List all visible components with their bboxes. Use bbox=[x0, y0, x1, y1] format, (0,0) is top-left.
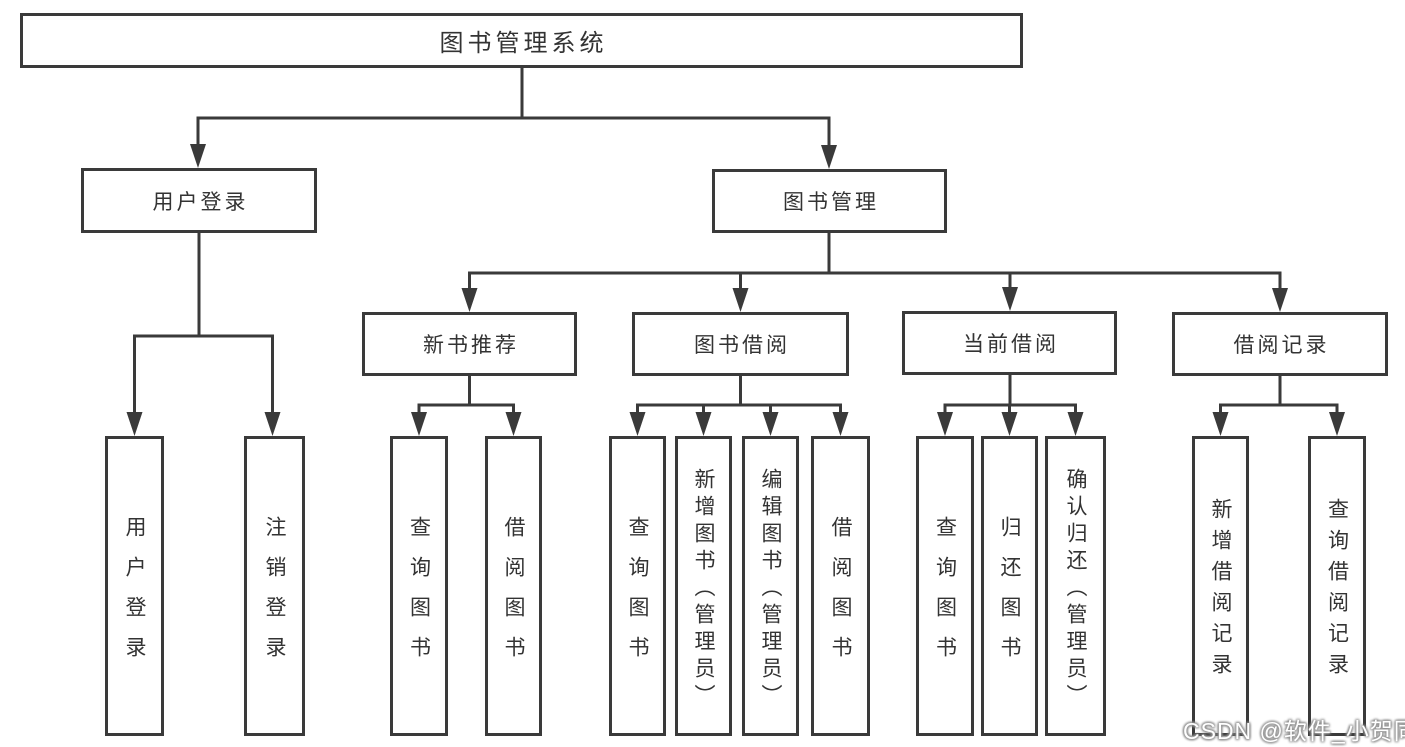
leaf-add-books-admin-label: 新增图书（管理员） bbox=[692, 467, 715, 711]
csdn-watermark: CSDN @软件_小贺同学 bbox=[1183, 718, 1405, 744]
leaf-newbook-query-books-label: 查询图书 bbox=[407, 515, 431, 676]
leaf-return-books-label: 归还图书 bbox=[998, 515, 1021, 676]
leaf-borrow-books-label: 借阅图书 bbox=[829, 515, 852, 676]
leaf-newbook-query-books: 查询图书 bbox=[390, 436, 448, 736]
leaf-edit-books-admin: 编辑图书（管理员） bbox=[742, 436, 799, 736]
node-user-login-label: 用户登录 bbox=[152, 190, 249, 214]
leaf-return-books: 归还图书 bbox=[981, 436, 1038, 736]
leaf-borrow-query-books-label: 查询图书 bbox=[626, 515, 649, 676]
leaf-logout-label: 注销登录 bbox=[263, 515, 286, 676]
node-book-borrow-label: 图书借阅 bbox=[694, 334, 790, 357]
node-book-management: 图书管理 bbox=[712, 169, 947, 233]
leaf-user-login: 用户登录 bbox=[105, 436, 164, 736]
leaf-current-query-books-label: 查询图书 bbox=[933, 515, 957, 676]
node-new-book-recommend: 新书推荐 bbox=[362, 312, 577, 376]
leaf-user-login-label: 用户登录 bbox=[123, 515, 146, 676]
leaf-current-query-books: 查询图书 bbox=[916, 436, 974, 736]
leaf-borrow-books: 借阅图书 bbox=[811, 436, 870, 736]
leaf-newbook-borrow-books-label: 借阅图书 bbox=[502, 515, 525, 676]
node-current-borrow: 当前借阅 bbox=[902, 311, 1117, 375]
leaf-confirm-return-admin-label: 确认归还（管理员） bbox=[1064, 467, 1087, 711]
node-new-book-recommend-label: 新书推荐 bbox=[423, 334, 519, 357]
leaf-confirm-return-admin: 确认归还（管理员） bbox=[1045, 436, 1106, 736]
node-user-login: 用户登录 bbox=[81, 168, 317, 233]
arrowheads bbox=[126, 144, 1345, 436]
node-borrow-record: 借阅记录 bbox=[1172, 312, 1388, 376]
leaf-add-borrow-record-label: 新增借阅记录 bbox=[1209, 498, 1232, 684]
node-book-management-label: 图书管理 bbox=[783, 191, 879, 214]
leaf-add-books-admin: 新增图书（管理员） bbox=[675, 436, 732, 736]
leaf-query-borrow-record: 查询借阅记录 bbox=[1308, 436, 1366, 736]
node-root: 图书管理系统 bbox=[20, 13, 1023, 68]
node-current-borrow-label: 当前借阅 bbox=[963, 333, 1059, 356]
node-borrow-record-label: 借阅记录 bbox=[1233, 334, 1330, 357]
node-book-borrow: 图书借阅 bbox=[632, 312, 849, 376]
leaf-add-borrow-record: 新增借阅记录 bbox=[1192, 436, 1249, 736]
leaf-borrow-query-books: 查询图书 bbox=[609, 436, 666, 736]
leaf-newbook-borrow-books: 借阅图书 bbox=[485, 436, 542, 736]
leaf-query-borrow-record-label: 查询借阅记录 bbox=[1325, 498, 1349, 684]
leaf-logout: 注销登录 bbox=[244, 436, 305, 736]
leaf-edit-books-admin-label: 编辑图书（管理员） bbox=[759, 467, 782, 711]
node-root-label: 图书管理系统 bbox=[439, 30, 608, 57]
